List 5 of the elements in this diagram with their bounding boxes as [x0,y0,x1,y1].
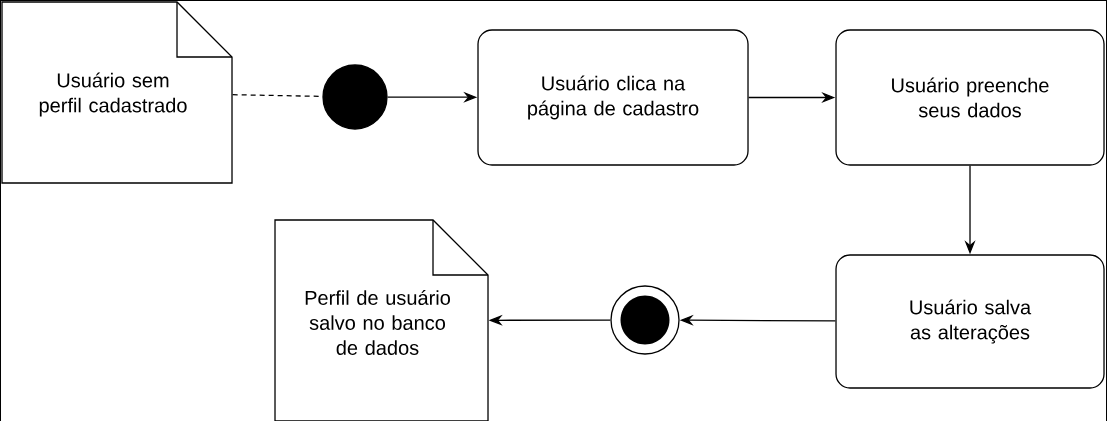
action-box: Usuário salva as alterações [835,254,1105,389]
initial-node [322,64,388,130]
action-box: Usuário preenche seus dados [835,29,1105,166]
final-node [610,285,680,355]
action-box: Usuário clica na página de cadastro [477,29,749,166]
